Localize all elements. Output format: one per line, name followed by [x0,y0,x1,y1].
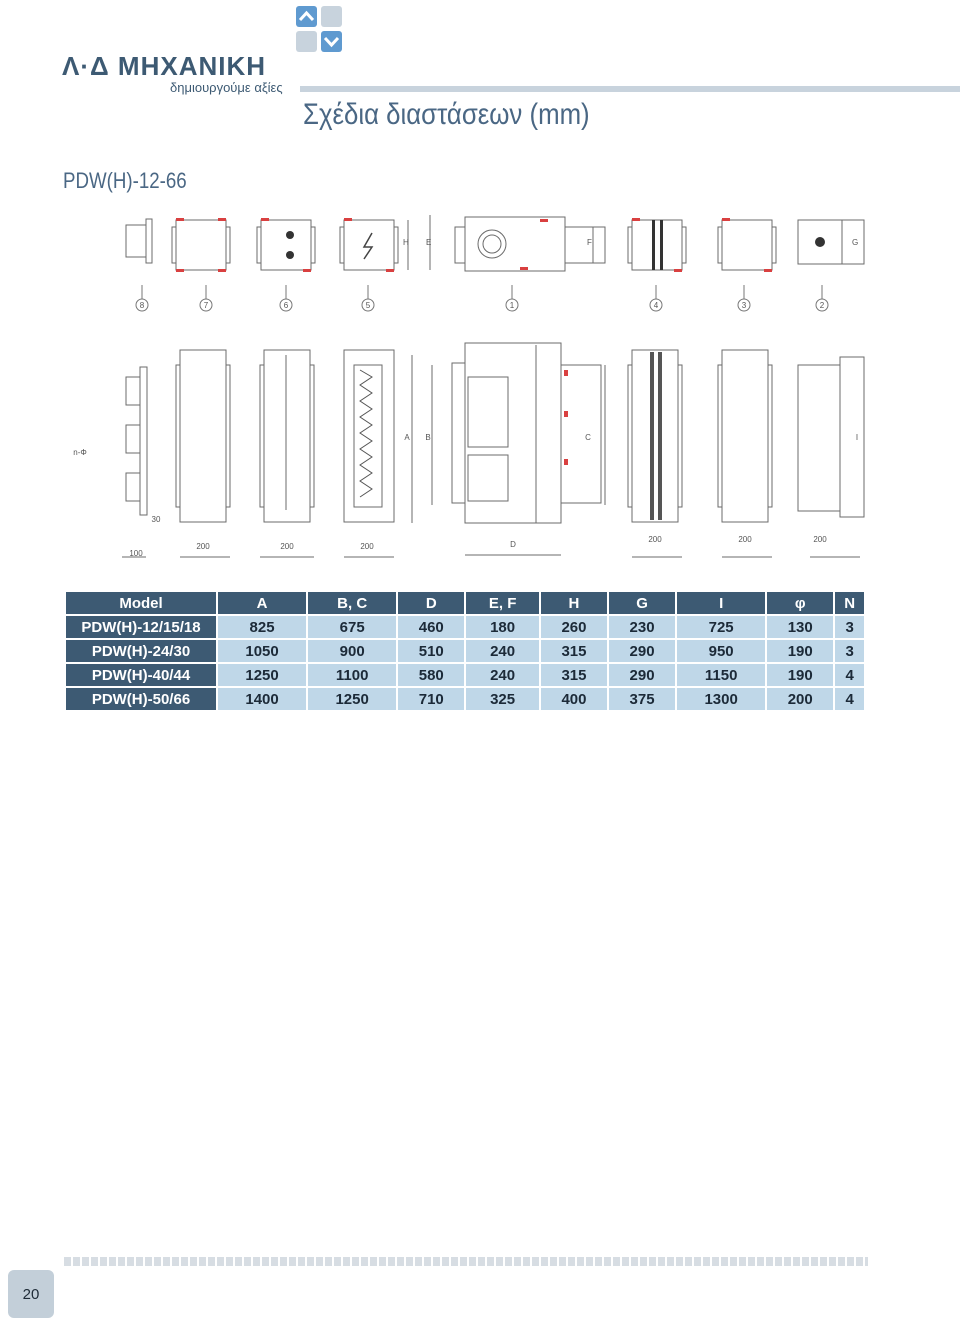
table-cell: 4 [835,664,864,686]
callout-8: 8 [140,301,145,310]
table-cell: 725 [677,616,766,638]
callout-4: 4 [654,301,659,310]
dim-label-i: I [856,433,858,442]
table-cell: 1050 [218,640,307,662]
dimension-drawings: H E F G 8 7 6 5 1 4 3 2 [73,215,865,558]
table-row: PDW(H)-24/30 1050 900 510 240 315 290 95… [66,640,864,662]
table-cell: 510 [398,640,465,662]
table-cell: 400 [540,688,608,710]
table-cell: 130 [767,616,834,638]
dim-label-b: B [425,433,430,442]
brand-tagline: δημιουργούμε αξίες [170,80,283,95]
table-cell: 230 [609,616,676,638]
table-cell: 3 [835,616,864,638]
brand-name: Λ·Δ ΜΗΧΑΝΙΚΗ [62,51,267,81]
width-label-200-a: 200 [196,542,210,551]
table-cell: 4 [835,688,864,710]
width-label-200-d: 200 [648,535,662,544]
width-label-200-b: 200 [280,542,294,551]
width-label-30: 30 [152,515,161,524]
callout-3: 3 [742,301,747,310]
dim-label-f: F [587,238,592,247]
brand: Λ·Δ ΜΗΧΑΝΙΚΗ δημιουργούμε αξίες [62,51,283,95]
brand-logo-icon [296,6,342,52]
table-cell: 315 [540,664,608,686]
dim-label-e: E [426,238,431,247]
table-header-row: Model A B, C D E, F H G I φ N [66,592,864,614]
table-cell: 260 [540,616,608,638]
col-header-h: H [540,592,608,614]
table-cell: 240 [466,664,539,686]
table-cell: 900 [308,640,397,662]
table-cell-model: PDW(H)-50/66 [66,688,216,710]
table-cell: 190 [767,640,834,662]
table-cell: 580 [398,664,465,686]
page-title: Σχέδια διαστάσεων (mm) [303,98,590,131]
table-cell-model: PDW(H)-40/44 [66,664,216,686]
dim-label-d: D [510,540,516,549]
callout-2: 2 [820,301,825,310]
table-cell-model: PDW(H)-24/30 [66,640,216,662]
dim-label-c: C [585,433,591,442]
col-header-d: D [398,592,465,614]
table-cell: 1400 [218,688,307,710]
col-header-a: A [218,592,307,614]
col-header-bc: B, C [308,592,397,614]
dimensions-table: Model A B, C D E, F H G I φ N PDW(H)-12/… [64,590,866,712]
table-cell: 1250 [218,664,307,686]
table-cell: 290 [609,664,676,686]
table-row: PDW(H)-12/15/18 825 675 460 180 260 230 … [66,616,864,638]
col-header-model: Model [66,592,216,614]
table-cell: 190 [767,664,834,686]
page-number: 20 [8,1270,54,1318]
callout-7: 7 [204,301,209,310]
table-cell: 200 [767,688,834,710]
dim-label-h: H [403,238,409,247]
table-row: PDW(H)-40/44 1250 1100 580 240 315 290 1… [66,664,864,686]
col-header-n: N [835,592,864,614]
table-cell: 3 [835,640,864,662]
table-cell: 1300 [677,688,766,710]
table-cell: 240 [466,640,539,662]
table-cell: 325 [466,688,539,710]
table-cell: 675 [308,616,397,638]
table-cell: 1250 [308,688,397,710]
table-cell-model: PDW(H)-12/15/18 [66,616,216,638]
callout-5: 5 [366,301,371,310]
width-label-200-e: 200 [738,535,752,544]
dim-label-g: G [852,238,858,247]
n-phi-label: n-Φ [73,448,87,457]
model-title: PDW(H)-12-66 [63,168,187,193]
dim-label-a: A [404,433,410,442]
table-cell: 460 [398,616,465,638]
table-cell: 825 [218,616,307,638]
table-cell: 180 [466,616,539,638]
table-cell: 315 [540,640,608,662]
col-header-g: G [609,592,676,614]
width-label-200-f: 200 [813,535,827,544]
col-header-ef: E, F [466,592,539,614]
table-cell: 1150 [677,664,766,686]
table-cell: 950 [677,640,766,662]
callout-6: 6 [284,301,289,310]
table-cell: 290 [609,640,676,662]
footer-dotted-rule [64,1257,868,1266]
table-row: PDW(H)-50/66 1400 1250 710 325 400 375 1… [66,688,864,710]
table-cell: 710 [398,688,465,710]
col-header-i: I [677,592,766,614]
header-rule [300,86,960,92]
col-header-phi: φ [767,592,834,614]
width-label-200-c: 200 [360,542,374,551]
table-cell: 1100 [308,664,397,686]
table-cell: 375 [609,688,676,710]
width-label-100: 100 [129,549,143,558]
callout-1: 1 [510,301,515,310]
